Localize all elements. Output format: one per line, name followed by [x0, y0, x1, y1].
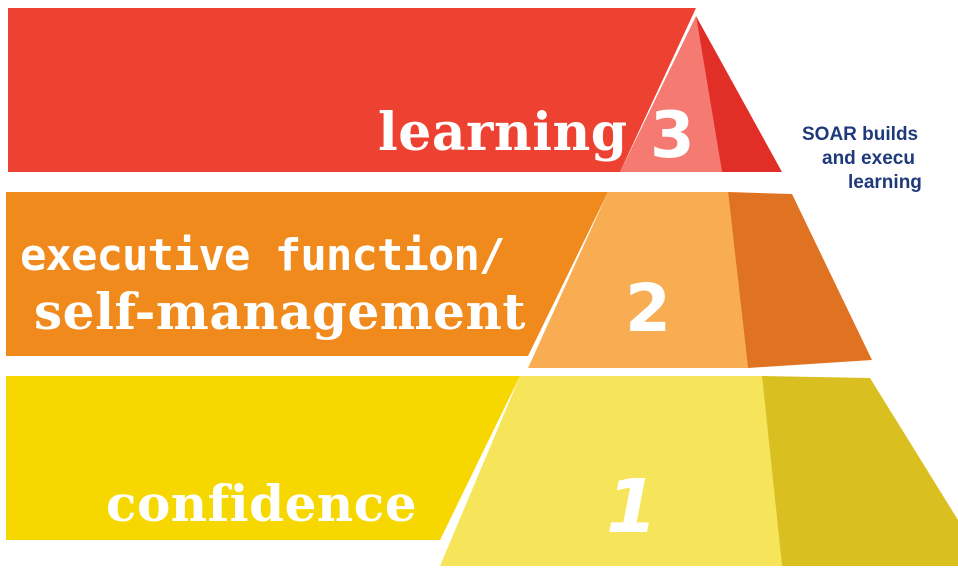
- side-note: SOAR builds and execu learning: [802, 123, 958, 195]
- learning-band: [8, 8, 696, 172]
- executive-function-label: executive function/: [20, 230, 505, 281]
- exec-face-side: [728, 192, 872, 368]
- confidence-label: confidence: [106, 474, 418, 533]
- tier-2-number: 2: [625, 270, 671, 347]
- tier-1-number: 1: [606, 464, 658, 550]
- exec-band: [6, 192, 608, 356]
- learning-label: learning: [378, 102, 628, 163]
- side-note-line: SOAR builds: [802, 124, 919, 145]
- side-note-line: and execu: [822, 148, 915, 169]
- conf-band: [6, 376, 520, 540]
- learning-face-right: [696, 16, 782, 172]
- exec-face-front: [528, 192, 748, 368]
- tier-3-number: 3: [650, 99, 695, 173]
- learning-face-left: [620, 16, 722, 172]
- side-note-line: learning: [848, 172, 922, 193]
- self-management-label: self-management: [34, 282, 526, 341]
- conf-face-side: [762, 376, 958, 566]
- conf-face-front: [440, 376, 782, 566]
